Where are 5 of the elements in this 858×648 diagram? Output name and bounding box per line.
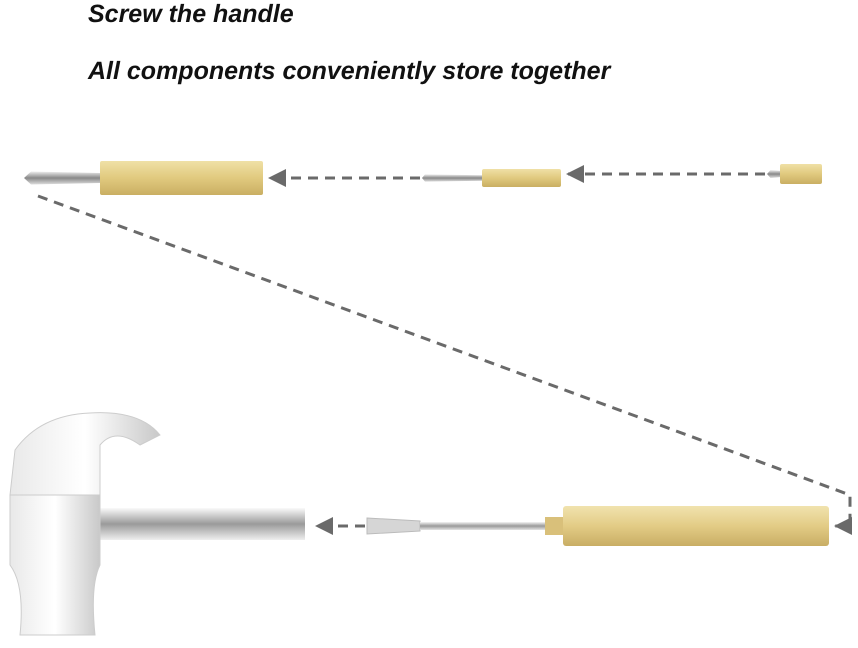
heading-text: All components conveniently store together [88, 57, 610, 86]
dashed-arrow [37, 194, 852, 535]
dashed-arrow [268, 169, 420, 187]
heading-text: Screw the handle [88, 0, 294, 29]
dashed-arrow [566, 165, 765, 183]
